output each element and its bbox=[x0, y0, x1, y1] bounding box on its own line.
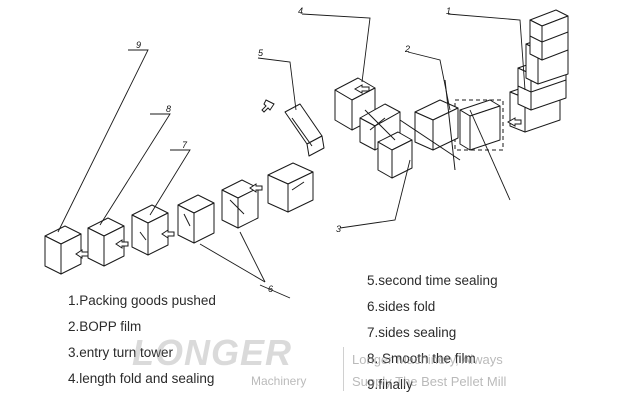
step-label: 4.length fold and sealing bbox=[68, 371, 215, 386]
fold-box-6 bbox=[221, 179, 259, 229]
callout-numbers: 1 2 3 4 5 6 7 8 9 bbox=[136, 6, 451, 294]
side-seal-box bbox=[131, 204, 169, 256]
callout-2: 2 bbox=[404, 44, 410, 54]
callout-6: 6 bbox=[268, 284, 273, 294]
arrow-icon bbox=[353, 84, 370, 94]
callout-4: 4 bbox=[298, 6, 303, 16]
fold-box-6b bbox=[177, 194, 215, 244]
callout-3: 3 bbox=[336, 224, 341, 234]
watermark-sub: Machinery bbox=[251, 374, 307, 388]
callout-9: 9 bbox=[136, 40, 141, 50]
step-label: 5.second time sealing bbox=[367, 273, 498, 288]
callout-5: 5 bbox=[258, 48, 264, 58]
arrow-icon bbox=[161, 229, 175, 239]
step-label: 3.entry turn tower bbox=[68, 345, 174, 360]
step-label: 7.sides sealing bbox=[367, 325, 457, 340]
callout-lines bbox=[57, 13, 526, 299]
arrow-icon bbox=[249, 183, 263, 193]
callout-8: 8 bbox=[166, 104, 171, 114]
step-label: 1.Packing goods pushed bbox=[68, 293, 216, 308]
small-box bbox=[284, 103, 325, 157]
finished-box bbox=[44, 225, 82, 275]
sealing-box bbox=[267, 162, 314, 213]
step-label: 6.sides fold bbox=[367, 299, 436, 314]
callout-7: 7 bbox=[182, 140, 188, 150]
arrow-icon bbox=[115, 239, 129, 249]
steps-legend-right: 5.second time sealing 6.sides fold 7.sid… bbox=[367, 268, 498, 398]
watermark-logo: LONGER bbox=[132, 332, 293, 373]
step-label: 2.BOPP film bbox=[68, 319, 142, 334]
smooth-box bbox=[87, 217, 125, 267]
watermark-divider bbox=[343, 347, 344, 391]
arrow-icon bbox=[261, 99, 275, 113]
film-wrap-box bbox=[399, 79, 461, 171]
arrow-icon bbox=[75, 249, 89, 259]
pushed-goods bbox=[454, 99, 504, 151]
goods-stack bbox=[509, 9, 569, 133]
step-label: 9.finally bbox=[367, 377, 413, 392]
turn-tower bbox=[334, 77, 413, 179]
step-label: 8. Smooth the film bbox=[367, 351, 476, 366]
steps-legend-left: 1.Packing goods pushed 2.BOPP film 3.ent… bbox=[68, 288, 216, 392]
flow-arrows bbox=[75, 84, 522, 259]
watermark-line-1: Longer Machinery, Always bbox=[352, 352, 503, 367]
watermark-line-2: Supply The Best Pellet Mill bbox=[352, 374, 507, 389]
arrow-icon bbox=[506, 117, 522, 127]
callout-1: 1 bbox=[446, 6, 451, 16]
